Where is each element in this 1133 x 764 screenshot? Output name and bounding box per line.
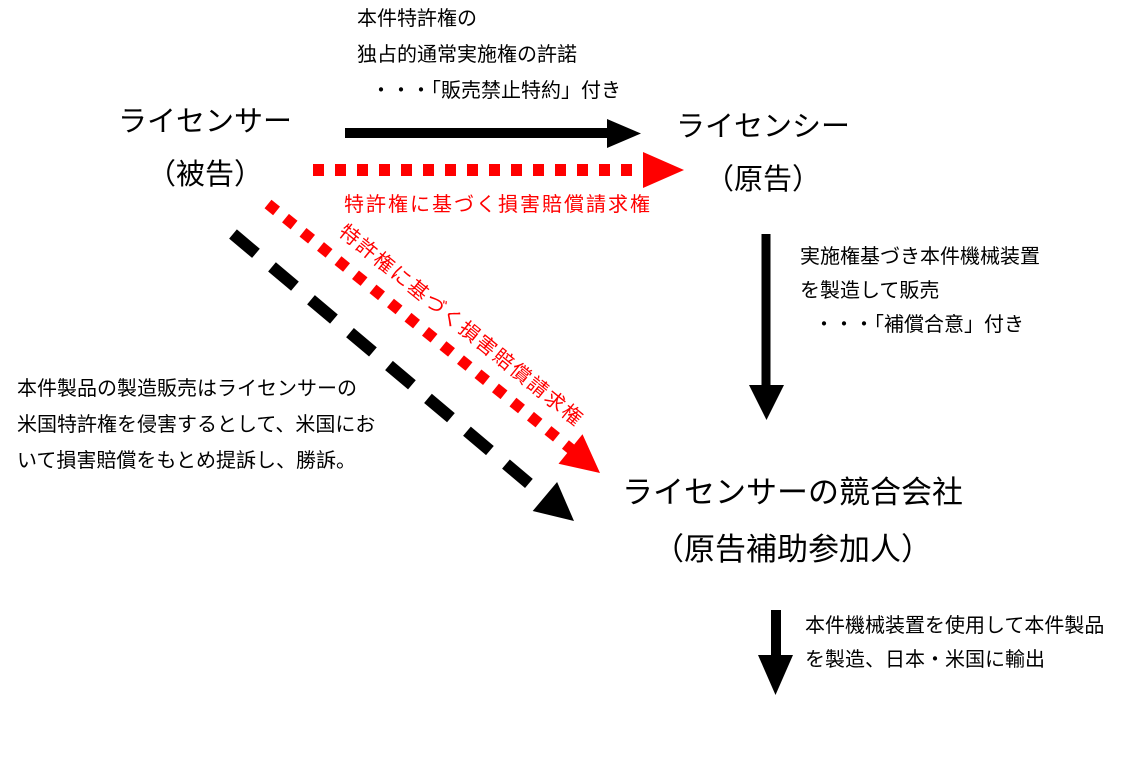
manufacture-note: 実施権基づき本件機械装置 を製造して販売 ・・・「補償合意」付き xyxy=(800,240,1040,342)
licensor-role: （被告） xyxy=(146,159,263,191)
node-licensor: ライセンサー （被告） xyxy=(100,96,310,202)
competitor-name: ライセンサーの競合会社 xyxy=(622,475,963,510)
damages-claim-label: 特許権に基づく損害賠償請求権 xyxy=(344,194,652,216)
license-grant-note: 本件特許権の 独占的通常実施権の許諾 ・・・「販売禁止特約」付き xyxy=(357,1,621,109)
damages-claim-diagonal-arrow xyxy=(264,199,600,473)
lawsuit-note-line2: 米国特許権を侵害するとして、米国にお xyxy=(17,414,376,436)
licensee-name: ライセンシー xyxy=(675,111,850,143)
export-note-line2: を製造、日本・米国に輸出 xyxy=(805,649,1045,671)
manufacture-note-line2: を製造して販売 xyxy=(800,280,940,302)
node-competitor: ライセンサーの競合会社 （原告補助参加人） xyxy=(600,464,985,578)
lawsuit-note-line1: 本件製品の製造販売はライセンサーの xyxy=(17,378,357,400)
damages-claim-arrow xyxy=(313,152,684,188)
manufacture-arrow xyxy=(749,234,784,420)
manufacture-note-line3: ・・・「補償合意」付き xyxy=(814,314,1024,336)
competitor-role: （原告補助参加人） xyxy=(653,532,932,567)
license-grant-note-line3: ・・・「販売禁止特約」付き xyxy=(371,80,621,102)
lawsuit-arrow xyxy=(229,229,574,521)
license-grant-arrow xyxy=(345,119,641,148)
export-note-line1: 本件機械装置を使用して本件製品 xyxy=(805,615,1105,637)
lawsuit-note: 本件製品の製造販売はライセンサーの 米国特許権を侵害するとして、米国にお いて損… xyxy=(17,371,375,479)
license-grant-note-line2: 独占的通常実施権の許諾 xyxy=(357,44,577,66)
license-grant-note-line1: 本件特許権の xyxy=(357,8,477,30)
node-licensee: ライセンシー （原告） xyxy=(663,101,863,207)
licensee-role: （原告） xyxy=(704,164,821,196)
export-arrow xyxy=(758,610,793,695)
licensor-name: ライセンサー xyxy=(117,106,292,138)
manufacture-note-line1: 実施権基づき本件機械装置 xyxy=(800,246,1040,268)
export-note: 本件機械装置を使用して本件製品 を製造、日本・米国に輸出 xyxy=(805,609,1104,677)
lawsuit-note-line3: いて損害賠償をもとめ提訴し、勝訴。 xyxy=(17,450,356,472)
